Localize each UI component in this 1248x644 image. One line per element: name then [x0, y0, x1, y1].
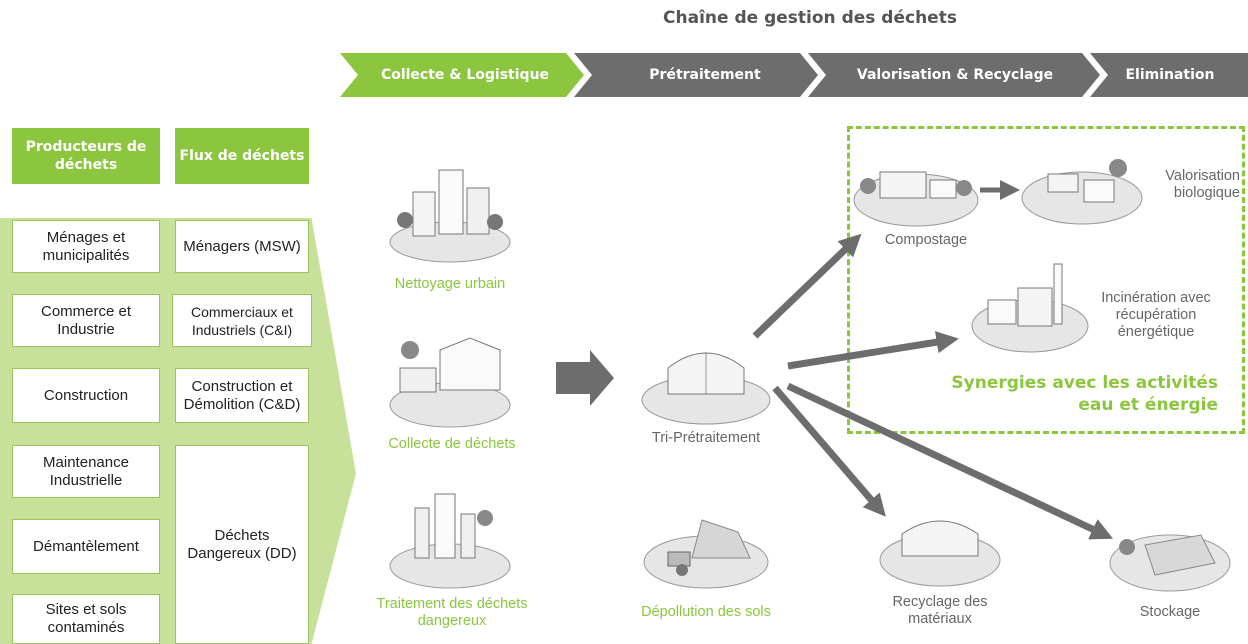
flow-dd: Déchets Dangereux (DD): [175, 445, 309, 644]
label-waste-collection: Collecte de déchets: [388, 436, 516, 452]
diagram-title: Chaîne de gestion des déchets: [663, 8, 957, 28]
label-compost: Compostage: [884, 232, 968, 248]
producer-demantelement: Démantèlement: [12, 519, 160, 574]
chevron-elimination: [1090, 53, 1248, 97]
arrow-to-storage: [786, 382, 1114, 540]
chain-step-valorisation: Valorisation & Recyclage: [856, 67, 1054, 83]
chevron-collecte: [340, 53, 584, 97]
producer-commerce: Commerce et Industrie: [12, 294, 160, 347]
chevron-valorisation: [808, 53, 1100, 97]
arrow-to-incineration: [787, 331, 959, 370]
producer-menages: Ménages et municipalités: [12, 220, 160, 273]
composting-icon: [853, 171, 979, 227]
chain-step-elimination: Elimination: [1125, 67, 1215, 83]
recycling-icon: [879, 520, 1001, 587]
flow-msw: Ménagers (MSW): [175, 220, 309, 273]
producer-construction: Construction: [12, 368, 160, 423]
soil-remediation-icon: [643, 519, 769, 589]
biological-valorisation-icon: [1021, 159, 1143, 225]
header-flows: Flux de déchets: [175, 128, 309, 184]
label-urban-cleaning: Nettoyage urbain: [394, 276, 506, 292]
synergy-box: [847, 126, 1245, 434]
arrow-to-compost: [752, 233, 862, 339]
urban-cleaning-icon: [389, 169, 511, 263]
label-synergies: Synergies avec les activités eau et éner…: [951, 373, 1218, 415]
label-sorting: Tri-Prétraitement: [651, 430, 761, 446]
sorting-facility-icon: [641, 352, 771, 425]
chain-step-collecte: Collecte & Logistique: [380, 67, 550, 83]
chain-chevrons: [340, 53, 1248, 97]
header-producers: Producteurs de déchets: [12, 128, 160, 184]
label-storage: Stockage: [1139, 604, 1201, 620]
producer-maintenance: Maintenance Industrielle: [12, 445, 160, 498]
storage-icon: [1109, 534, 1231, 592]
label-bio: Valorisation biologique: [1165, 168, 1240, 201]
waste-collection-icon: [389, 337, 511, 428]
arrow-to-recycling: [772, 385, 886, 517]
label-incineration: Incinération avec récupération énergétiq…: [1101, 290, 1211, 340]
chain-step-pretraitement: Prétraitement: [649, 67, 761, 83]
label-recycling: Recyclage des matériaux: [892, 594, 988, 627]
flow-ci: Commerciaux et Industriels (C&I): [172, 294, 312, 347]
flow-cd: Construction et Démolition (C&D): [175, 368, 309, 423]
hazardous-treatment-icon: [389, 493, 511, 589]
incineration-icon: [971, 263, 1089, 353]
label-soil-remediation: Dépollution des sols: [641, 604, 771, 620]
label-hazardous-treatment: Traitement des déchets dangereux: [376, 596, 528, 629]
big-arrow-icon: [556, 350, 614, 406]
chevron-pretraitement: [574, 53, 818, 97]
producer-sites: Sites et sols contaminés: [12, 594, 160, 644]
